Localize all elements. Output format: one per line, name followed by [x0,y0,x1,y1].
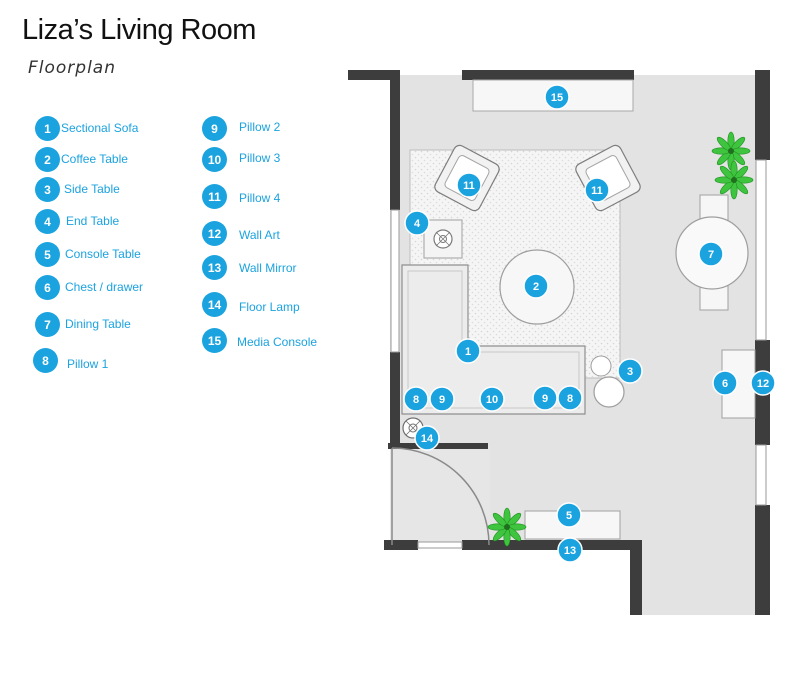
sectional-sofa [401,264,586,415]
walls [348,70,770,615]
marker-label: 5 [566,510,572,522]
legend-label: Media Console [237,335,318,349]
page-title: Liza’s Living Room [22,14,256,46]
legend-number-badge: 7 [35,312,60,337]
legend-number-badge: 2 [35,147,60,172]
marker-console-table: 5 [556,502,582,528]
page-subtitle: Floorplan [28,58,116,78]
marker-pillow-4: 11 [456,172,482,198]
legend-label: Side Table [64,182,120,196]
marker-label: 1 [465,346,471,358]
legend-number-badge: 1 [35,116,60,141]
marker-wall-mirror: 13 [557,537,583,563]
marker-label: 12 [757,378,769,390]
legend-label: Coffee Table [61,152,128,166]
legend-label: Pillow 1 [67,357,109,371]
marker-dining-table: 7 [698,241,724,267]
legend-number-badge: 10 [202,147,227,172]
legend-number-badge: 11 [202,184,227,209]
marker-wall-art: 12 [750,370,776,396]
plant-icon [711,131,751,171]
side-table [593,376,625,408]
legend-number-badge: 4 [35,209,60,234]
marker-media-console: 15 [544,84,570,110]
legend-number-badge: 13 [202,255,227,280]
marker-coffee-table: 2 [523,273,549,299]
door-jamb [417,541,463,549]
legend-number-badge: 14 [202,292,227,317]
marker-pillow-4: 11 [584,177,610,203]
marker-label: 14 [421,433,434,445]
marker-pillow-2: 9 [532,385,558,411]
marker-pillow-1: 8 [557,385,583,411]
marker-label: 6 [722,378,728,390]
marker-label: 3 [627,366,633,378]
marker-label: 9 [542,393,548,405]
marker-end-table: 4 [404,210,430,236]
marker-label: 9 [439,394,445,406]
marker-label: 13 [564,545,576,557]
legend-label: Wall Art [239,228,280,242]
marker-pillow-1: 8 [403,386,429,412]
marker-label: 8 [567,393,573,405]
legend-number-badge: 9 [202,116,227,141]
legend-label: End Table [66,214,120,228]
legend-label: Console Table [65,247,141,261]
marker-side-table: 3 [617,358,643,384]
plant-icon [487,507,527,547]
marker-label: 2 [533,281,539,293]
marker-chest-drawer: 6 [712,370,738,396]
entry-floor [390,447,490,545]
marker-floor-lamp: 14 [414,425,440,451]
legend-label: Dining Table [65,317,131,331]
legend-label: Wall Mirror [239,261,297,275]
marker-label: 7 [708,249,714,261]
windows [390,159,767,506]
marker-label: 8 [413,394,419,406]
marker-pillow-2: 9 [429,386,455,412]
marker-label: 15 [551,92,563,104]
legend-label: Chest / drawer [65,280,144,294]
legend-number-badge: 15 [202,328,227,353]
legend-label: Pillow 2 [239,120,281,134]
legend-label: Pillow 4 [239,191,281,205]
legend-number-badge: 5 [35,242,60,267]
marker-label: 11 [591,185,603,197]
marker-label: 10 [486,394,498,406]
marker-sectional-sofa: 1 [455,338,481,364]
side-table-small [590,355,612,377]
door-swing [391,447,490,546]
legend-label: Sectional Sofa [61,121,139,135]
marker-label: 11 [463,180,475,192]
marker-label: 4 [414,218,421,230]
legend-number-badge: 3 [35,177,60,202]
legend-label: Floor Lamp [239,300,300,314]
plant-icon [714,160,754,200]
legend-number-badge: 8 [33,348,58,373]
legend-number-badge: 6 [35,275,60,300]
legend-label: Pillow 3 [239,151,281,165]
legend-number-badge: 12 [202,221,227,246]
marker-pillow-3: 10 [479,386,505,412]
